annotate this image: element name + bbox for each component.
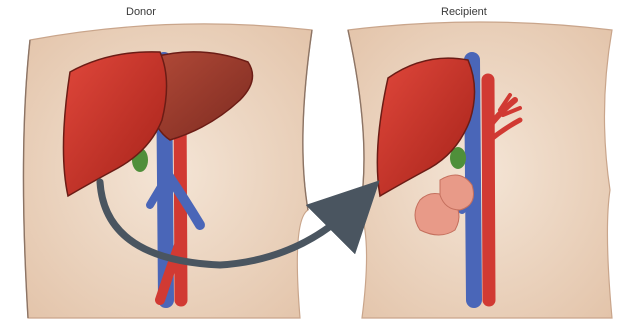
liver-transplant-illustration — [0, 0, 619, 324]
